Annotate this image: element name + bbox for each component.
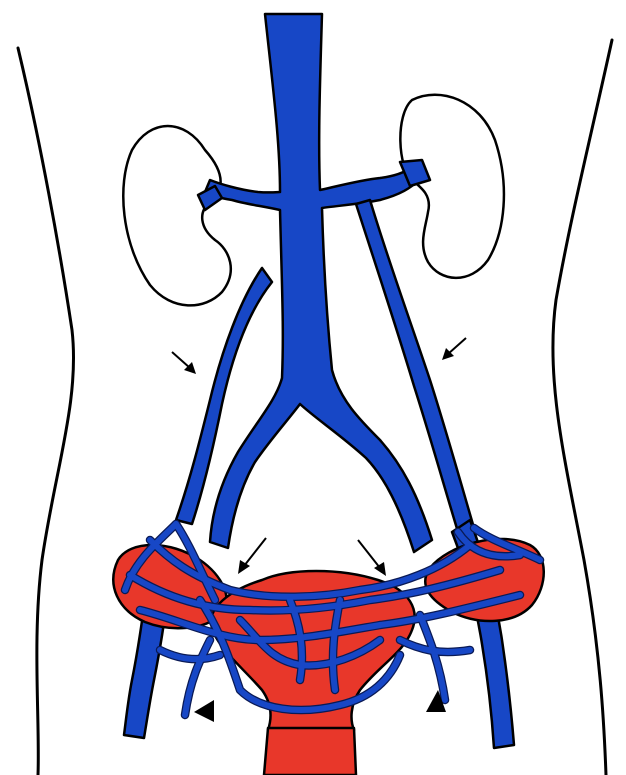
cervix-vagina (264, 728, 356, 775)
arrowhead-left-uterine-vein (194, 700, 214, 722)
body-outline-right (553, 40, 612, 775)
arrow-left-ovarian-vein (172, 352, 196, 374)
left-kidney (123, 126, 231, 305)
arrow-left-plexus (238, 538, 266, 574)
right-kidney (400, 95, 504, 278)
body-outline-left (18, 48, 74, 775)
arrow-right-ovarian-vein (442, 338, 466, 360)
arrow-right-plexus (358, 540, 386, 576)
